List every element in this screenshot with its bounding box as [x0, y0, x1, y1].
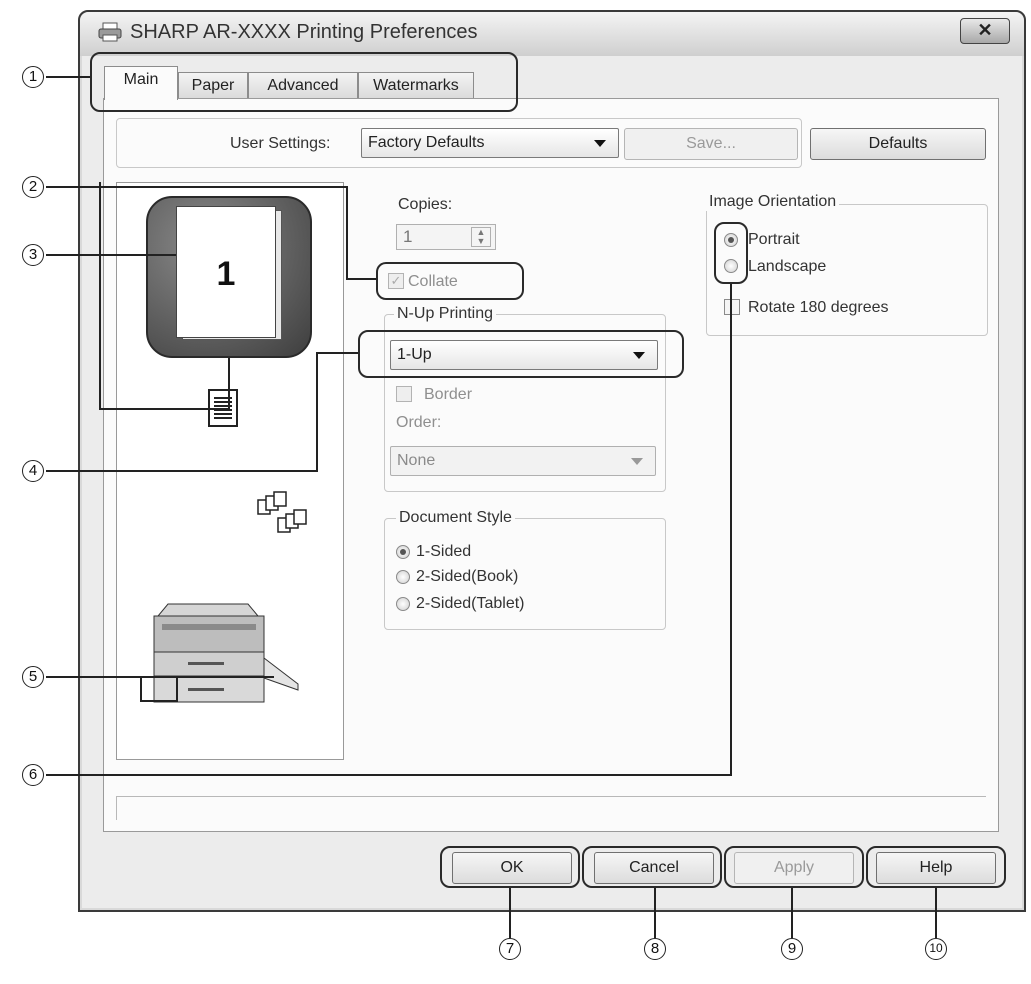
order-label: Order:: [396, 414, 442, 431]
callout-line: [346, 186, 348, 280]
rotate-180-label: Rotate 180 degrees: [748, 299, 889, 316]
callout-line: [46, 676, 142, 678]
callout-line: [176, 676, 178, 702]
callout-line: [46, 254, 176, 256]
status-bar: [116, 796, 986, 820]
callout-box-orientation: [714, 222, 748, 284]
n-up-select[interactable]: 1-Up: [390, 340, 658, 370]
user-settings-value: Factory Defaults: [368, 134, 485, 151]
callout-line: [654, 888, 656, 938]
two-sided-book-radio[interactable]: [396, 570, 410, 584]
callout-line: [730, 284, 732, 776]
n-up-printing-group: [384, 314, 666, 492]
portrait-label: Portrait: [748, 231, 800, 248]
image-orientation-group: [706, 204, 988, 336]
tab-main[interactable]: Main: [104, 66, 178, 100]
callout-line: [46, 774, 732, 776]
callout-line: [99, 408, 229, 410]
printer-icon: [98, 22, 122, 42]
callout-line: [142, 676, 274, 678]
user-settings-select[interactable]: Factory Defaults: [361, 128, 619, 158]
landscape-radio[interactable]: [724, 259, 738, 273]
callout-line: [346, 278, 376, 280]
order-value: None: [397, 452, 436, 469]
save-button[interactable]: Save...: [624, 128, 798, 160]
chevron-down-icon: [594, 140, 606, 147]
callout-number-10: 10: [925, 938, 947, 960]
n-up-value: 1-Up: [397, 346, 432, 363]
callout-line: [791, 888, 793, 938]
rotate-180-checkbox[interactable]: [724, 299, 740, 315]
printer-illustration-icon: [153, 603, 299, 703]
page-preview-number: 1: [216, 255, 236, 293]
user-settings-group: [116, 118, 802, 168]
close-button[interactable]: ✕: [960, 18, 1010, 44]
callout-number-8: 8: [644, 938, 666, 960]
callout-box-tabs: [90, 52, 518, 112]
callout-box-cancel: [582, 846, 722, 888]
callout-box-ok: [440, 846, 580, 888]
one-sided-label: 1-Sided: [416, 543, 472, 560]
help-button[interactable]: Help: [876, 852, 996, 884]
copies-input[interactable]: 1 ▲▼: [396, 224, 496, 250]
callout-line: [509, 888, 511, 938]
callout-number-6: 6: [22, 764, 44, 786]
apply-button[interactable]: Apply: [734, 852, 854, 884]
callout-number-3: 3: [22, 244, 44, 266]
defaults-button[interactable]: Defaults: [810, 128, 986, 160]
image-orientation-legend: Image Orientation: [706, 193, 840, 211]
callout-box-n-up: [358, 330, 684, 378]
callout-line: [316, 352, 358, 354]
one-sided-radio[interactable]: [396, 545, 410, 559]
callout-number-7: 7: [499, 938, 521, 960]
callout-line: [46, 76, 90, 78]
callout-line: [140, 700, 176, 702]
callout-line: [228, 358, 230, 410]
callout-number-9: 9: [781, 938, 803, 960]
border-label: Border: [424, 386, 473, 403]
collate-checkbox[interactable]: ✓: [388, 273, 404, 289]
order-select[interactable]: None: [390, 446, 656, 476]
callout-line: [99, 182, 101, 410]
two-sided-tablet-label: 2-Sided(Tablet): [416, 595, 525, 612]
copies-value: 1: [403, 227, 413, 246]
callout-line: [935, 888, 937, 938]
callout-line: [316, 352, 318, 472]
page-preview-sheet: 1: [176, 206, 276, 338]
tab-watermarks[interactable]: Watermarks: [358, 72, 474, 100]
ok-button[interactable]: OK: [452, 852, 572, 884]
collate-label: Collate: [408, 273, 458, 290]
callout-number-1: 1: [22, 66, 44, 88]
callout-box-collate: [376, 262, 524, 300]
chevron-down-icon: [633, 352, 645, 359]
callout-number-2: 2: [22, 176, 44, 198]
portrait-radio[interactable]: [724, 233, 738, 247]
document-style-legend: Document Style: [396, 509, 515, 527]
copies-stepper[interactable]: ▲▼: [471, 227, 491, 247]
two-sided-book-label: 2-Sided(Book): [416, 568, 519, 585]
cancel-button[interactable]: Cancel: [594, 852, 714, 884]
callout-line: [46, 470, 318, 472]
callout-line: [46, 186, 348, 188]
copies-label: Copies:: [398, 196, 453, 213]
callout-number-4: 4: [22, 460, 44, 482]
border-checkbox[interactable]: [396, 386, 412, 402]
callout-box-help: [866, 846, 1006, 888]
n-up-printing-legend: N-Up Printing: [394, 305, 497, 323]
document-style-group: [384, 518, 666, 630]
title-bar[interactable]: [80, 12, 1024, 56]
chevron-down-icon: [631, 458, 643, 465]
user-settings-label: User Settings:: [230, 135, 331, 152]
collate-sets-icon: [257, 491, 307, 533]
two-sided-tablet-radio[interactable]: [396, 597, 410, 611]
landscape-label: Landscape: [748, 258, 827, 275]
window-title: SHARP AR-XXXX Printing Preferences: [130, 21, 478, 43]
tab-paper[interactable]: Paper: [178, 72, 248, 100]
callout-box-apply: [724, 846, 864, 888]
callout-line: [140, 676, 142, 702]
callout-number-5: 5: [22, 666, 44, 688]
tab-advanced[interactable]: Advanced: [248, 72, 358, 100]
